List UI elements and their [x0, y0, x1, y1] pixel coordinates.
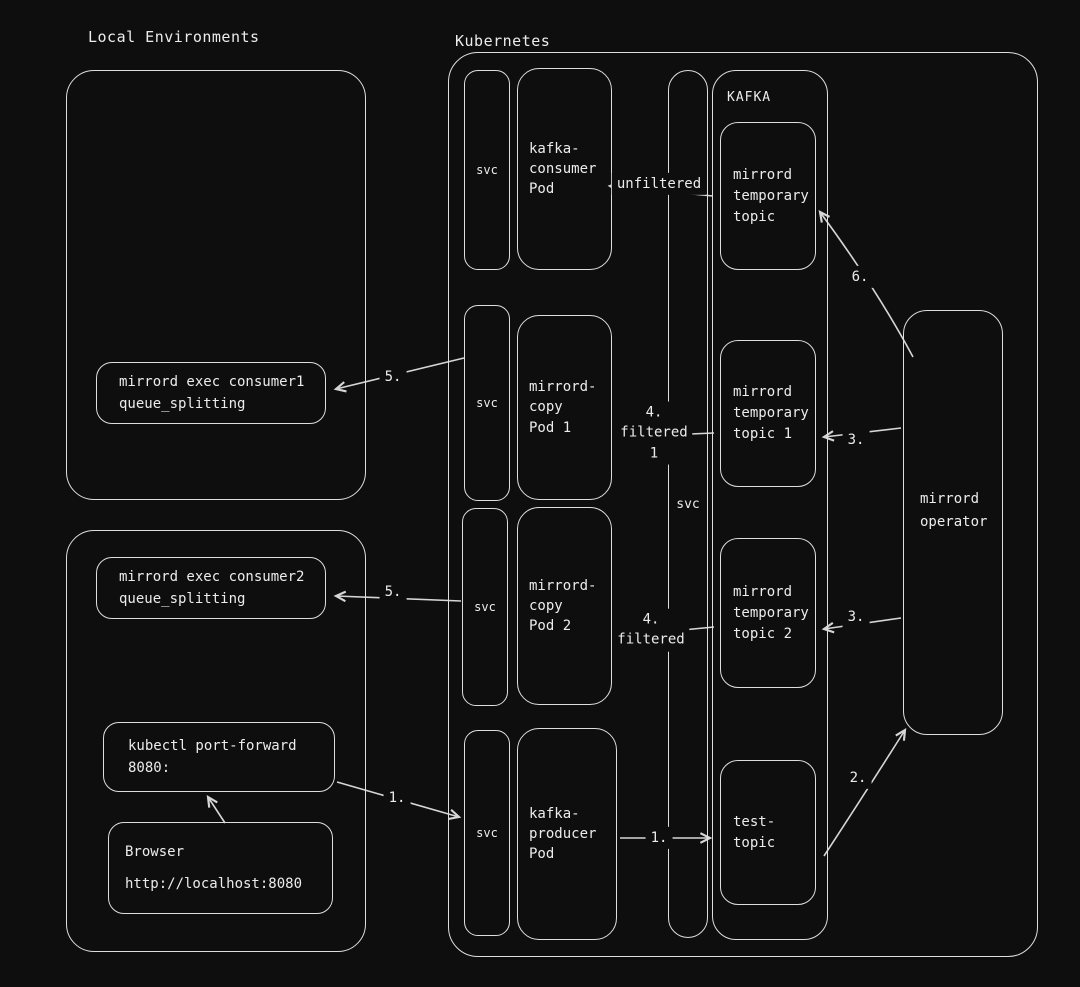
mirrord-exec-consumer1-box: mirrord exec consumer1 queue_splitting — [96, 362, 326, 424]
mirrord-copy-pod-2: mirrord- copy Pod 2 — [517, 507, 612, 705]
test-topic-box: test-topic — [720, 760, 816, 905]
step2-arrow-label: 2. — [844, 766, 872, 790]
unfiltered-arrow-label: unfiltered — [611, 172, 707, 196]
mirrord-temporary-topic-1-box: mirrord temporary topic 1 — [720, 340, 816, 487]
mirrord-temporary-topic-2-label: mirrord temporary topic 2 — [733, 583, 809, 642]
local-env-1-container — [66, 70, 366, 500]
kubectl-port-forward-label: kubectl port-forward 8080: — [128, 737, 297, 776]
mirrord-temporary-topic-1-label: mirrord temporary topic 1 — [733, 384, 809, 442]
mirrord-copy-pod-1-label: mirrord- copy Pod 1 — [529, 379, 597, 436]
mirrord-exec-consumer2-box: mirrord exec consumer2 queue_splitting — [96, 557, 326, 619]
mirrord-copy-pod-1: mirrord- copy Pod 1 — [517, 315, 612, 500]
mirrord-temporary-topic-box: mirrord temporary topic — [720, 122, 816, 270]
step3b-arrow-label: 3. — [842, 605, 870, 629]
svc-label: svc — [476, 396, 498, 410]
svc-label: svc — [476, 163, 498, 177]
mirrord-operator-label: mirrord operator — [920, 491, 988, 530]
kubernetes-label: Kubernetes — [455, 32, 551, 50]
svc-kafka-producer: svc — [464, 730, 510, 936]
svc-mirrord-copy-1: svc — [464, 305, 510, 501]
step1-kafka-arrow-label: 1. — [645, 826, 673, 850]
test-topic-label: test-topic — [733, 813, 776, 851]
step4-filtered2-arrow-label: 4. filtered — [612, 608, 690, 652]
kafka-producer-pod: kafka- producer Pod — [517, 728, 617, 940]
step5a-arrow-label: 5. — [379, 365, 407, 389]
kafka-label: KAFKA — [727, 90, 772, 105]
kubernetes-container — [448, 52, 1038, 957]
mirrord-operator-box: mirrord operator — [903, 310, 1003, 735]
mirrord-temporary-topic-2-box: mirrord temporary topic 2 — [720, 538, 816, 688]
kafka-consumer-pod-label: kafka- consumer Pod — [529, 140, 597, 198]
kafka-consumer-pod: kafka- consumer Pod — [517, 68, 612, 270]
kubectl-port-forward-box: kubectl port-forward 8080: — [103, 722, 335, 792]
local-env-2-container — [66, 530, 366, 952]
mirrord-exec-consumer1-label: mirrord exec consumer1 queue_splitting — [119, 373, 305, 412]
step4-filtered1-arrow-label: 4. filtered 1 — [615, 401, 693, 465]
browser-title: Browser — [125, 844, 185, 860]
svc-tall-kafka: svc — [668, 70, 708, 938]
svc-mirrord-copy-2: svc — [462, 508, 508, 706]
step6-arrow-label: 6. — [846, 265, 874, 289]
step3a-arrow-label: 3. — [842, 428, 870, 452]
svc-kafka-consumer: svc — [464, 70, 510, 270]
step1-local-arrow-label: 1. — [383, 786, 411, 810]
svc-label: svc — [676, 496, 700, 512]
local-environments-label: Local Environments — [88, 28, 260, 46]
step5b-arrow-label: 5. — [379, 580, 407, 604]
mirrord-exec-consumer2-label: mirrord exec consumer2 queue_splitting — [119, 568, 305, 607]
kafka-producer-pod-label: kafka- producer Pod — [529, 805, 597, 863]
browser-url: http://localhost:8080 — [125, 876, 303, 892]
mirrord-temporary-topic-label: mirrord temporary topic — [733, 166, 809, 225]
svc-label: svc — [476, 826, 498, 840]
kafka-container — [712, 70, 828, 940]
browser-box: Browser http://localhost:8080 — [108, 822, 333, 914]
mirrord-copy-pod-2-label: mirrord- copy Pod 2 — [529, 577, 597, 635]
svc-label: svc — [474, 600, 496, 614]
